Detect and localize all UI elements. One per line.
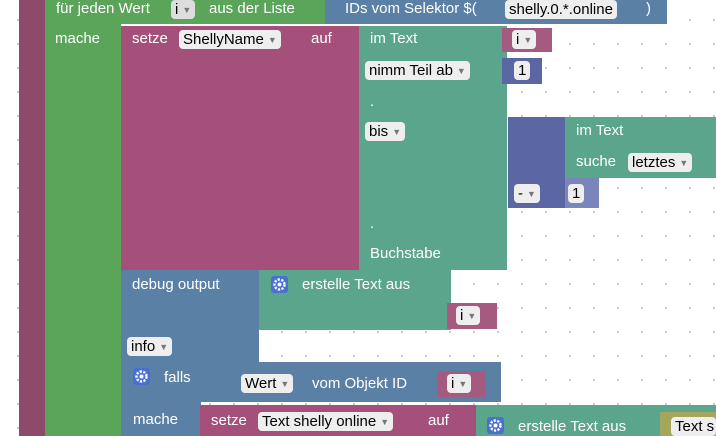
- math-op-dropdown[interactable]: -▼: [514, 184, 540, 203]
- chevron-down-icon[interactable]: ▼: [380, 417, 390, 427]
- substring-take-value: nimm Teil ab: [369, 62, 453, 79]
- set2-to-label: auf: [428, 412, 449, 429]
- chevron-down-icon[interactable]: ▼: [392, 127, 402, 137]
- substring-unit-label: Buchstabe: [370, 245, 441, 262]
- search-in-text-label: im Text: [576, 122, 624, 139]
- set1-var-dropdown[interactable]: ShellyName▼: [179, 30, 281, 49]
- debug-var-dropdown[interactable]: i▼: [456, 306, 481, 325]
- debug-level-value: info: [131, 338, 156, 355]
- gear-icon[interactable]: [271, 276, 288, 293]
- debug-var-value: i: [460, 307, 464, 324]
- set2-var-dropdown[interactable]: Text shelly online▼: [258, 412, 394, 431]
- chevron-down-icon[interactable]: ▼: [679, 158, 689, 168]
- chevron-down-icon[interactable]: ▼: [458, 379, 468, 389]
- debug-create-text-label: erstelle Text aus: [302, 276, 411, 293]
- set1-var-value: ShellyName: [183, 31, 264, 48]
- chevron-down-icon[interactable]: ▼: [456, 66, 466, 76]
- chevron-down-icon[interactable]: ▼: [527, 189, 536, 199]
- substring-until-dropdown[interactable]: bis▼: [365, 122, 406, 141]
- selector-label: IDs vom Selektor $(: [345, 0, 477, 17]
- chevron-down-icon[interactable]: ▼: [467, 311, 477, 321]
- substring-var-value: i: [516, 31, 520, 48]
- if-var-value: i: [451, 375, 455, 392]
- chevron-down-icon[interactable]: ▼: [159, 342, 169, 352]
- substring-in-text-label: im Text: [370, 30, 418, 47]
- debug-label: debug output: [132, 276, 220, 293]
- if-var-dropdown[interactable]: i▼: [447, 374, 472, 393]
- set2-label: setze: [211, 412, 247, 429]
- set1-label: setze: [132, 30, 168, 47]
- chevron-down-icon[interactable]: ▼: [267, 35, 277, 45]
- selector-close-label: ): [646, 0, 651, 17]
- if-value-value: Wert: [245, 375, 277, 392]
- debug-create-text-block[interactable]: [259, 270, 451, 330]
- loop-body-label: mache: [55, 30, 101, 47]
- set2-create-text-label: erstelle Text aus: [518, 418, 627, 435]
- substring-dot-1: .: [370, 93, 375, 110]
- substring-start-number[interactable]: 1: [514, 61, 531, 80]
- substring-until-value: bis: [369, 123, 389, 140]
- set2-var-value: Text shelly online: [262, 413, 377, 430]
- loop-var-value: i: [175, 1, 179, 18]
- if-value-dropdown[interactable]: Wert▼: [241, 374, 294, 393]
- search-mode-dropdown[interactable]: letztes▼: [628, 153, 693, 172]
- substring-dot-2: .: [370, 215, 375, 232]
- substring-var-dropdown[interactable]: i▼: [512, 30, 537, 49]
- loop-suffix-label: aus der Liste: [209, 0, 295, 17]
- math-value-number[interactable]: 1: [568, 184, 585, 203]
- math-op-value: -: [518, 185, 523, 202]
- set-shellyname-block[interactable]: [121, 26, 361, 270]
- debug-level-dropdown[interactable]: info▼: [127, 337, 173, 356]
- loop-var-dropdown[interactable]: i▼: [171, 0, 196, 19]
- foreach-loop-body-arm: [45, 24, 121, 436]
- set1-to-label: auf: [311, 30, 332, 47]
- set2-text-field[interactable]: Text s: [671, 417, 716, 436]
- if-from-object-label: vom Objekt ID: [312, 375, 408, 392]
- chevron-down-icon[interactable]: ▼: [523, 35, 533, 45]
- chevron-down-icon[interactable]: ▼: [182, 5, 192, 15]
- if-label: falls: [164, 369, 191, 386]
- if-block-body-arm: [121, 402, 201, 436]
- if-do-label: mache: [133, 411, 179, 428]
- search-mode-value: letztes: [632, 154, 676, 171]
- loop-prefix-label: für jeden Wert: [56, 0, 150, 17]
- gear-icon[interactable]: [487, 417, 504, 434]
- substring-take-dropdown[interactable]: nimm Teil ab▼: [365, 61, 470, 80]
- search-find-label: suche: [576, 153, 617, 170]
- selector-value-field[interactable]: shelly.0.*.online: [505, 0, 617, 19]
- outer-block-edge: [19, 0, 45, 436]
- chevron-down-icon[interactable]: ▼: [280, 379, 290, 389]
- gear-icon[interactable]: [133, 368, 150, 385]
